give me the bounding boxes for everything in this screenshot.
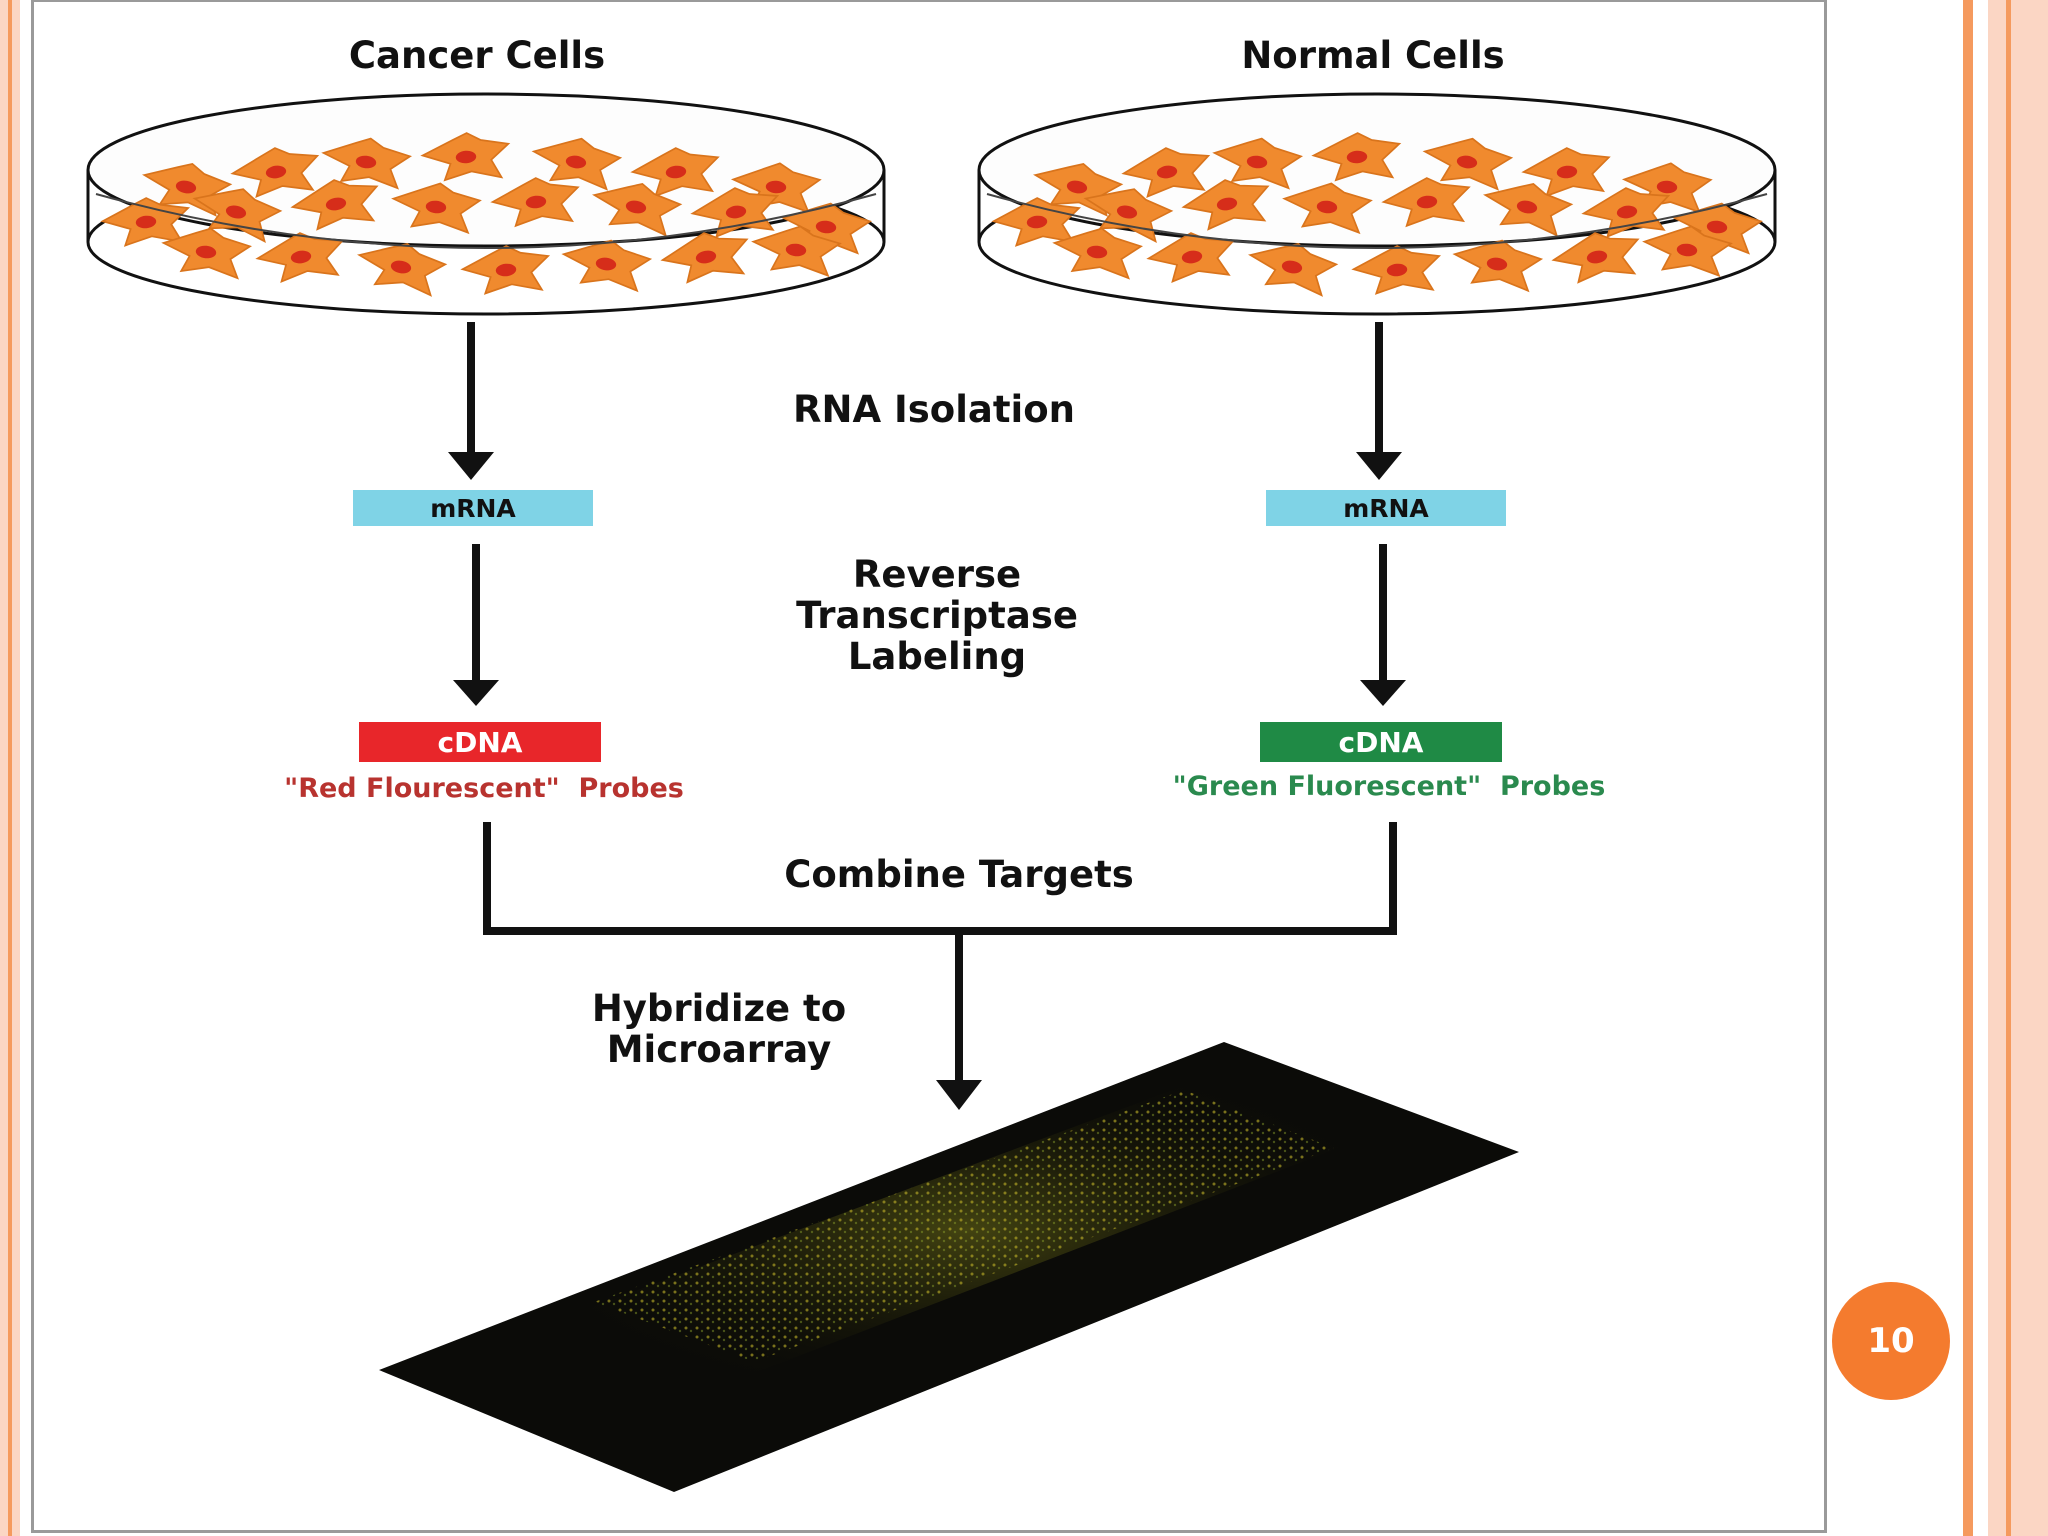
- microarray-label: Microarray: [607, 1028, 832, 1071]
- hybridize-to-label: Hybridize to: [592, 987, 846, 1030]
- mrna-left-label: mRNA: [430, 494, 516, 523]
- arrow-cancer-to-mrna: [448, 322, 494, 480]
- combine-bracket: [483, 822, 1397, 1110]
- slide-frame: Cancer Cells Normal Cells RNA Isolation …: [31, 0, 1827, 1533]
- right-stripe: [1963, 0, 1973, 1536]
- labeling-label: Labeling: [848, 635, 1026, 678]
- cdna-box-green: cDNA: [1260, 722, 1502, 762]
- transcriptase-label: Transcriptase: [796, 594, 1078, 637]
- rna-isolation-label: RNA Isolation: [793, 388, 1075, 431]
- right-stripe-band: [1988, 0, 2048, 1536]
- cdna-right-label: cDNA: [1339, 726, 1424, 759]
- cancer-cells-title: Cancer Cells: [349, 34, 605, 77]
- page-number-badge: 10: [1832, 1282, 1950, 1400]
- arrow-normal-to-mrna: [1356, 322, 1402, 480]
- red-fluorescent-probes-label: "Red Flourescent" Probes: [284, 773, 684, 804]
- cancer-cells-dish: [86, 92, 886, 316]
- reverse-label: Reverse: [853, 553, 1021, 596]
- cdna-left-label: cDNA: [438, 726, 523, 759]
- cdna-box-red: cDNA: [359, 722, 601, 762]
- green-fluorescent-probes-label: "Green Fluorescent" Probes: [1173, 771, 1606, 802]
- microarray-workflow-diagram: Cancer Cells Normal Cells RNA Isolation …: [86, 34, 1777, 1492]
- normal-cells-dish: [977, 92, 1777, 316]
- mrna-box-left: mRNA: [353, 490, 593, 526]
- right-stripe-accent: [2006, 0, 2011, 1536]
- normal-cells-title: Normal Cells: [1241, 34, 1504, 77]
- mrna-box-right: mRNA: [1266, 490, 1506, 526]
- mrna-right-label: mRNA: [1343, 494, 1429, 523]
- combine-targets-label: Combine Targets: [784, 853, 1134, 896]
- left-stripe-accent: [8, 0, 12, 1536]
- microarray-chip: [379, 1042, 1519, 1492]
- arrow-mrna-to-cdna-right: [1360, 544, 1406, 706]
- arrow-mrna-to-cdna-left: [453, 544, 499, 706]
